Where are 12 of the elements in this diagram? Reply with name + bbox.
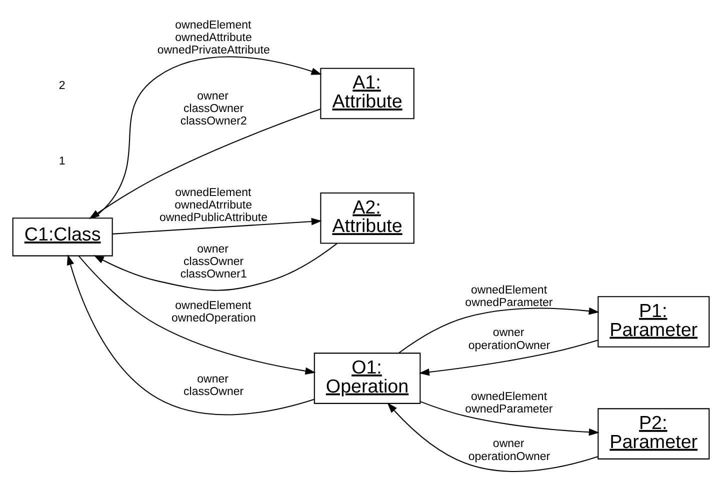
edge-label: ownedElement ownedParameter	[465, 284, 553, 308]
edge-label: ownedElement ownedAtrribute ownedPublicAttribute	[159, 186, 268, 224]
edge-label: ownedElement ownedOperation	[171, 300, 256, 324]
edge-label: owner operationOwner	[468, 326, 550, 352]
edge-label: ownedElement ownedParameter	[465, 390, 553, 416]
label: 1	[58, 155, 66, 168]
edge-label: owner operationOwner	[468, 438, 550, 462]
edge-label: owner classOwner classOwner2	[180, 90, 247, 128]
edge-label: owner classOwner classOwner1	[180, 242, 247, 280]
edge-label: ownedElement ownedAttribute ownedPrivateAttribute	[157, 18, 270, 56]
label: 2	[58, 80, 66, 92]
edge-label: owner classOwner	[184, 372, 244, 398]
